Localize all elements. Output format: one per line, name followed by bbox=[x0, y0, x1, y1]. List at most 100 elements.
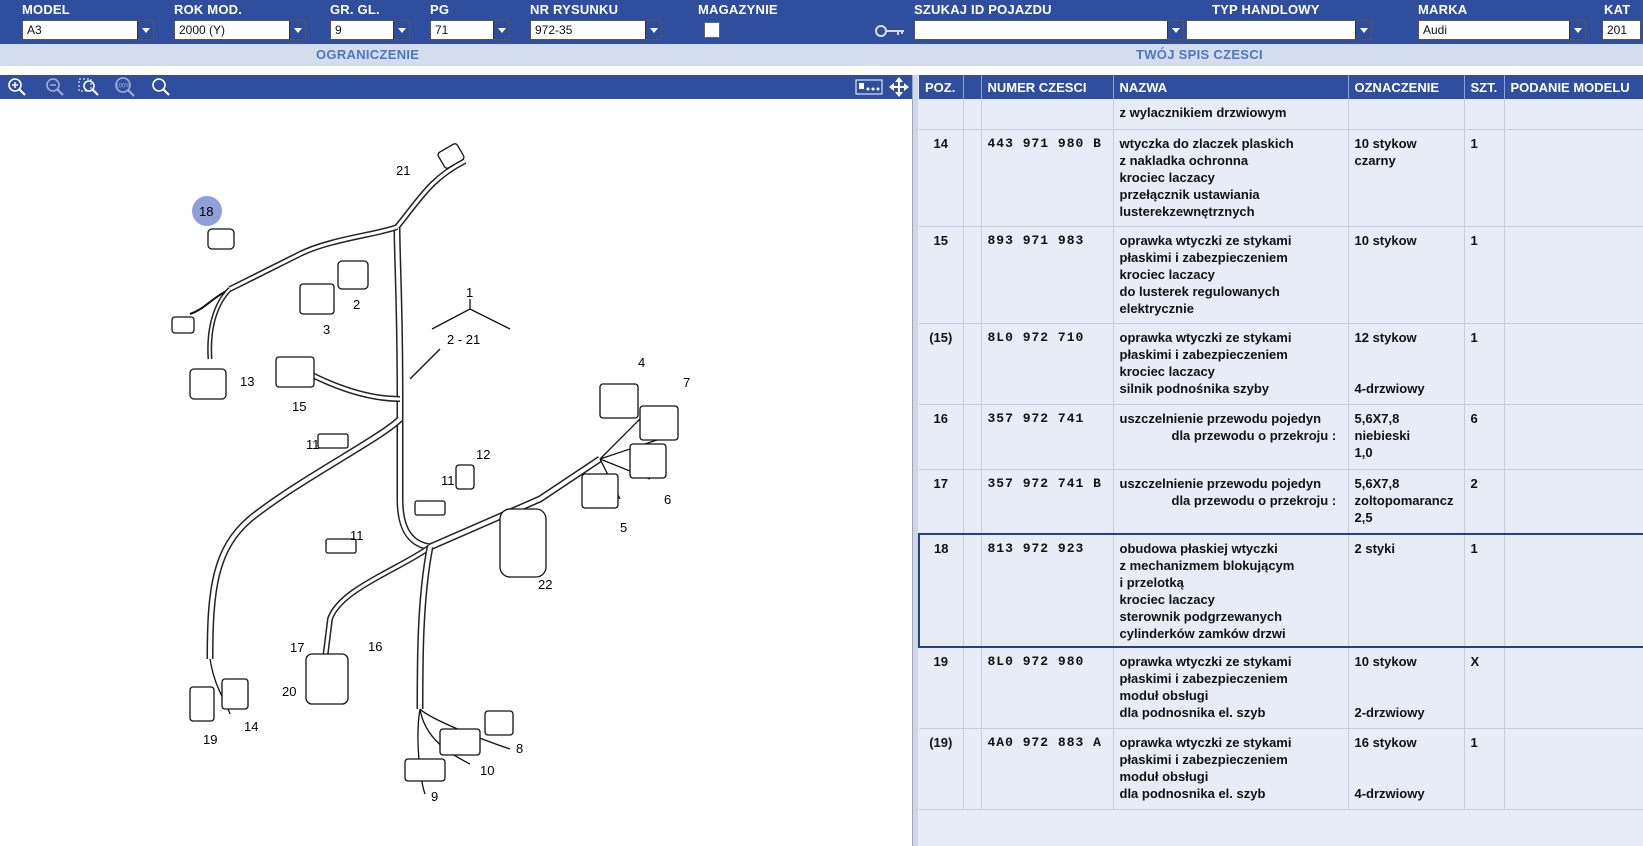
column-header-designation[interactable]: OZNACZENIE bbox=[1348, 75, 1465, 99]
name-line: dla przewodu o przekroju : bbox=[1171, 492, 1337, 508]
parts-list-section-title[interactable]: TWÓJ SPIS CZESCI bbox=[1136, 47, 1263, 62]
callout-15[interactable]: 15 bbox=[292, 399, 306, 414]
column-header-name[interactable]: NAZWA bbox=[1113, 75, 1349, 99]
zoom-in-button[interactable] bbox=[0, 76, 34, 98]
year-select[interactable]: 2000 (Y) bbox=[174, 20, 306, 40]
callout-2[interactable]: 2 bbox=[353, 297, 360, 312]
harness-lines bbox=[189, 158, 661, 795]
chevron-down-icon[interactable] bbox=[493, 21, 509, 39]
chevron-down-icon[interactable] bbox=[1569, 21, 1585, 39]
callout-21[interactable]: 21 bbox=[396, 163, 410, 178]
chevron-down-icon[interactable] bbox=[1167, 21, 1183, 39]
callout-1[interactable]: 1 bbox=[466, 285, 473, 300]
name-line: sterownik podgrzewanych bbox=[1119, 609, 1283, 624]
pan-button[interactable] bbox=[886, 76, 912, 98]
brand-value: Audi bbox=[1423, 23, 1448, 37]
zoom-out-button[interactable] bbox=[38, 76, 72, 98]
move-arrows-icon bbox=[889, 77, 909, 97]
callout-4[interactable]: 4 bbox=[638, 355, 645, 370]
table-row[interactable]: z wylacznikiem drzwiowym bbox=[919, 99, 1643, 130]
print-view-button[interactable] bbox=[852, 76, 886, 98]
callout-5[interactable]: 5 bbox=[620, 520, 627, 535]
chevron-down-icon[interactable] bbox=[645, 21, 661, 39]
callout-11c[interactable]: 11 bbox=[350, 528, 364, 543]
callout-20[interactable]: 20 bbox=[282, 684, 296, 699]
wiring-harness-drawing[interactable]: 21 18 2 3 1 2 - 21 13 15 4 7 11 12 11 6 … bbox=[0, 99, 912, 846]
drawing-select[interactable]: 972-35 bbox=[530, 20, 662, 40]
search-button[interactable] bbox=[144, 76, 178, 98]
trade-type-select[interactable] bbox=[1186, 20, 1372, 40]
callout-11a[interactable]: 11 bbox=[306, 437, 320, 452]
drawing-toolbar: 100% bbox=[0, 75, 912, 99]
zoom-area-button[interactable] bbox=[72, 76, 106, 98]
designation-line: czarny bbox=[1354, 152, 1396, 168]
chevron-down-icon[interactable] bbox=[393, 21, 409, 39]
name-line: dla podnosnika el. szyb bbox=[1119, 705, 1266, 720]
callout-3[interactable]: 3 bbox=[323, 322, 330, 337]
chevron-down-icon[interactable] bbox=[1355, 21, 1371, 39]
stock-checkbox[interactable] bbox=[704, 22, 720, 38]
vehicle-id-input[interactable] bbox=[914, 20, 1184, 40]
callout-14[interactable]: 14 bbox=[244, 719, 258, 734]
column-header-quantity[interactable]: SZT. bbox=[1464, 75, 1505, 99]
name-line: przełącznik ustawiania bbox=[1119, 186, 1260, 202]
callout-17[interactable]: 17 bbox=[290, 640, 304, 655]
callout-8[interactable]: 8 bbox=[516, 741, 523, 756]
part-number-cell: 893 971 983 bbox=[981, 226, 1114, 324]
chevron-down-icon[interactable] bbox=[137, 21, 153, 39]
designation-line: 5,6X7,8 bbox=[1354, 410, 1400, 426]
callout-11b[interactable]: 11 bbox=[441, 473, 455, 488]
designation-line bbox=[1355, 363, 1458, 380]
main-group-select[interactable]: 9 bbox=[330, 20, 410, 40]
name-line: oprawka wtyczki ze stykami bbox=[1119, 734, 1292, 750]
model-select[interactable]: A3 bbox=[22, 20, 154, 40]
chevron-down-icon[interactable] bbox=[289, 21, 305, 39]
name-line: wtyczka do zlaczek plaskich bbox=[1119, 135, 1294, 151]
quantity-cell: 2 bbox=[1464, 469, 1505, 535]
callout-22[interactable]: 22 bbox=[538, 577, 552, 592]
callout-13[interactable]: 13 bbox=[240, 374, 254, 389]
marker-cell bbox=[963, 226, 982, 324]
designation-cell bbox=[1348, 99, 1465, 130]
catalog-select[interactable]: 201 bbox=[1602, 20, 1641, 40]
callout-18[interactable]: 18 bbox=[199, 204, 213, 219]
callout-16[interactable]: 16 bbox=[368, 639, 382, 654]
part-number-cell: 813 972 923 bbox=[981, 533, 1114, 648]
column-header-position[interactable]: POZ. bbox=[919, 75, 964, 99]
name-line: obudowa płaskiej wtyczki bbox=[1119, 541, 1278, 556]
callout-6[interactable]: 6 bbox=[664, 492, 671, 507]
column-header-part-number[interactable]: NUMER CZESCI bbox=[981, 75, 1114, 99]
callout-19[interactable]: 19 bbox=[203, 732, 217, 747]
callout-9[interactable]: 9 bbox=[431, 789, 438, 804]
sub-group-select[interactable]: 71 bbox=[430, 20, 510, 40]
name-line: płaskimi i zabezpieczeniem bbox=[1119, 751, 1288, 767]
column-header-model[interactable]: PODANIE MODELU bbox=[1504, 75, 1643, 99]
table-header-row: POZ. NUMER CZESCI NAZWA OZNACZENIE SZT. … bbox=[919, 75, 1643, 99]
part-number-cell: 8L0 972 980 bbox=[981, 647, 1114, 729]
callout-7[interactable]: 7 bbox=[683, 375, 690, 390]
stock-filter: MAGAZYNIE bbox=[698, 2, 818, 42]
quantity-cell: 1 bbox=[1464, 533, 1505, 648]
key-icon[interactable] bbox=[872, 22, 908, 40]
brand-select[interactable]: Audi bbox=[1418, 20, 1586, 40]
zoom-100-button[interactable]: 100% bbox=[108, 76, 142, 98]
restriction-section-title[interactable]: OGRANICZENIE bbox=[316, 47, 420, 62]
callout-12[interactable]: 12 bbox=[476, 447, 490, 462]
selected-callout-marker[interactable] bbox=[192, 196, 222, 226]
pane-splitter[interactable] bbox=[912, 75, 918, 846]
callout-10[interactable]: 10 bbox=[480, 763, 494, 778]
vehicle-id-filter: SZUKAJ ID POJAZDU bbox=[914, 2, 1184, 42]
zoom-100-text: 100% bbox=[115, 84, 131, 90]
callout-2-21[interactable]: 2 - 21 bbox=[447, 332, 480, 347]
